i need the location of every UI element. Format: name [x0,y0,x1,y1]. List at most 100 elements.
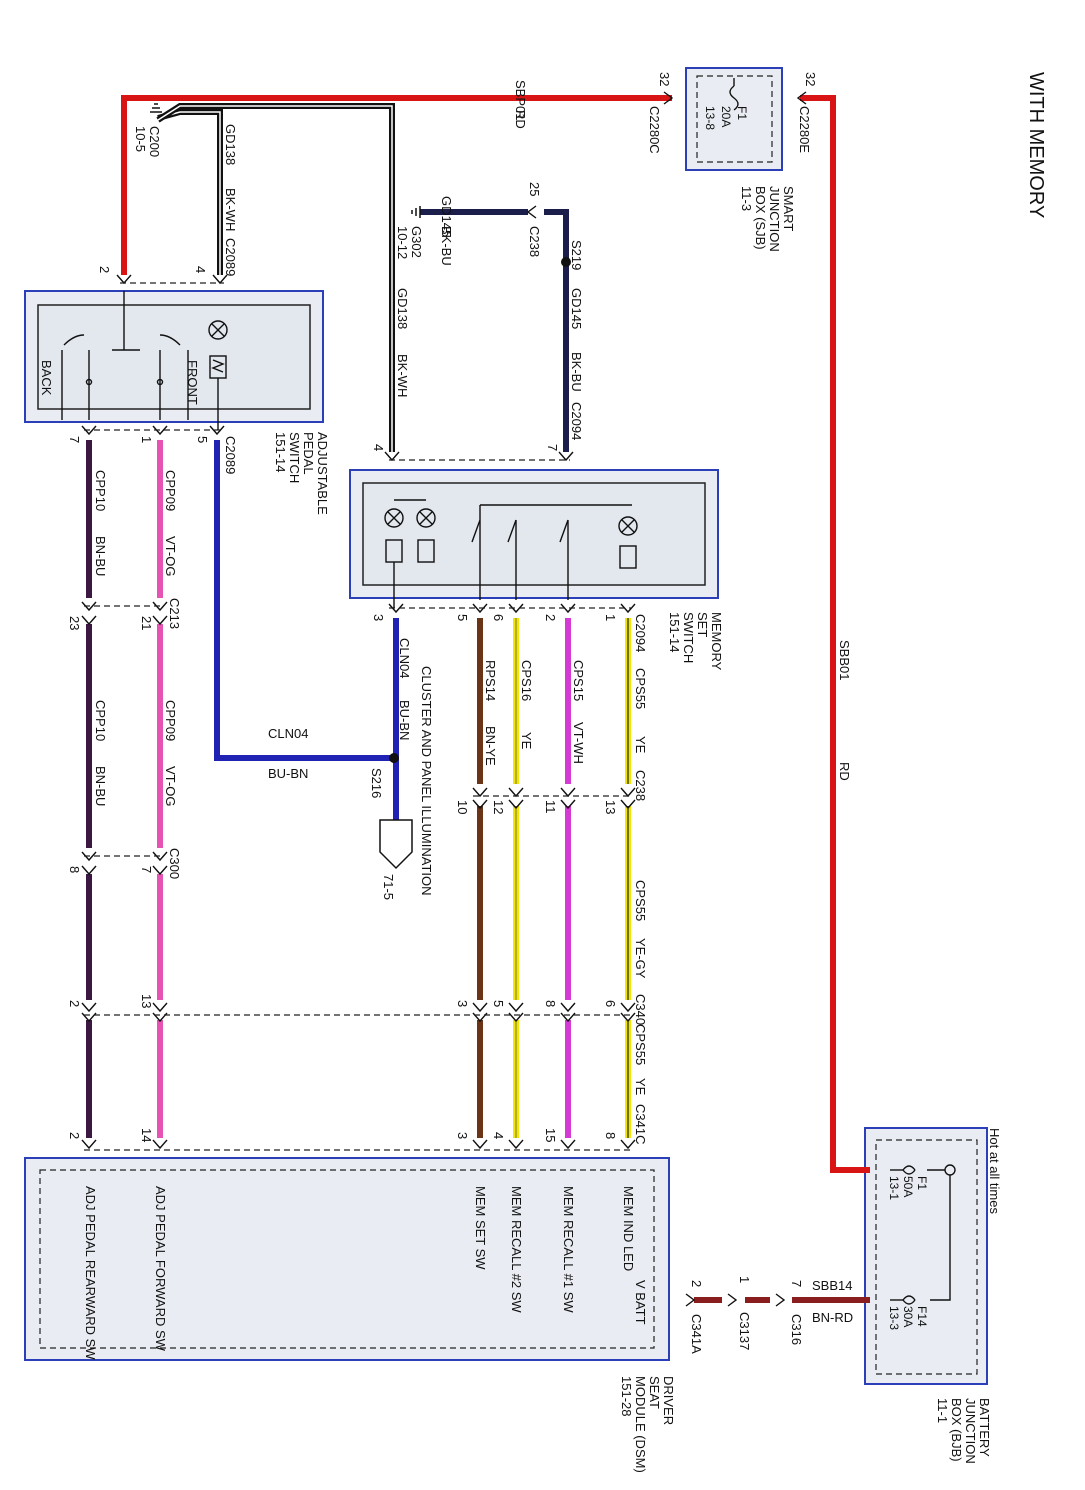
bjb-l2: BOX (BJB) [949,1398,964,1462]
pin-7b: 7 [545,444,560,451]
c200-ref: 10-5 [133,126,148,152]
sjb-l2: BOX (SJB) [753,186,768,250]
splice-s216 [389,753,399,763]
s219: S219 [569,240,584,270]
memory-set-switch [349,469,719,599]
c200: C200 [147,126,162,157]
sbb01-color: RD [837,762,852,781]
bjb-l1: JUNCTION [963,1398,978,1464]
cln04-name-b: CLN04 [268,726,308,741]
c2280c: C2280C [647,106,662,154]
cps55-name-a: CPS55 [633,668,648,709]
memory-switch-contacts [471,504,632,600]
cln04-color-a: BU-BN [397,700,412,740]
cps15-color: VT-WH [571,722,586,764]
pin-5a: 5 [195,436,210,443]
dsm-adj-forward: ADJ PEDAL FORWARD SW [153,1186,168,1352]
s216: S216 [369,768,384,798]
dsm-adj-rearward: ADJ PEDAL REARWARD SW [83,1186,98,1360]
cpp10-color-a: BN-BU [93,536,108,576]
pin-4a: 4 [193,266,208,273]
pin-2e: 2 [689,1280,704,1287]
pin-4c: 4 [491,1132,506,1139]
bjb-l3: 11-1 [935,1398,950,1423]
pin-7a: 7 [67,436,82,443]
pin-7c: 7 [139,866,154,873]
memsw-l2: SWITCH [681,612,696,663]
cps16-color: YE [519,732,534,750]
cpp09-color-b: VT-OG [163,766,178,806]
gd138-color-b: BK-WH [395,354,410,397]
cps16-name: CPS16 [519,660,534,701]
cpp10-name-b: CPP10 [93,700,108,741]
g302-ref: 10-12 [395,226,410,259]
pin-13b: 13 [139,994,154,1008]
cpp10-name-a: CPP10 [93,470,108,511]
pin-2b: 2 [543,614,558,621]
gd145-name-a: GD145 [439,196,454,237]
ground-g302-icon [411,206,421,218]
pin-21: 21 [139,616,154,630]
pedal-back: BACK [39,360,54,396]
pedal-l2: SWITCH [287,432,302,483]
connector-ticks [81,91,807,1307]
pin-12: 12 [491,800,506,814]
wire-sbb01 [800,95,870,1173]
dsm-l1: SEAT [647,1376,662,1409]
pin-5b: 5 [455,614,470,621]
connector-dashes [84,282,632,1151]
gd138-color-a: BK-WH [223,188,238,231]
adjustable-pedal-switch [24,290,324,423]
gd138-name-a: GD138 [223,124,238,165]
pin-7d: 7 [789,1280,804,1287]
cpp10-color-b: BN-BU [93,766,108,806]
bjb-l0: BATTERY [977,1398,992,1457]
sbp01-color: RD [513,110,528,129]
sjb-l1: JUNCTION [767,186,782,252]
c238-a: C238 [527,226,542,257]
c316: C316 [789,1314,804,1345]
gd145-name-b: GD145 [569,288,584,329]
pin-3a: 3 [371,614,386,621]
memory-lamps-icon [384,499,638,608]
dsm-vbatt: V BATT [633,1280,648,1325]
pin-13a: 13 [603,800,618,814]
sjb-fuse-ref: 13-8 [703,106,717,130]
pin-2c: 2 [67,1000,82,1007]
sbp01-name: SBP01 [513,80,528,120]
fuse-bjb-f14-icon [890,1295,916,1305]
dsm-l0: DRIVER [661,1376,676,1425]
illum-ref: 71-5 [381,874,396,900]
c2280e: C2280E [797,106,812,153]
battery-junction-box [864,1127,988,1385]
sjb-l0: SMART [781,186,796,231]
pin-1a: 1 [139,436,154,443]
pedal-l0: ADJUSTABLE [315,432,330,515]
splice-s219 [561,257,571,267]
memsw-l0: MEMORY [709,612,724,671]
bjb-f14-rating: 30A [901,1306,915,1327]
c340: C340 [633,994,648,1025]
dsm-mem-recall-2: MEM RECALL #2 SW [509,1186,524,1313]
sjb-fuse-name: F1 [735,106,749,120]
dsm-l3: 151-28 [619,1376,634,1416]
pedal-switch-contacts [61,291,189,420]
sjb-l3: 11-3 [739,186,754,211]
bjb-f1-rating: 50A [901,1176,915,1197]
g302: G302 [409,226,424,258]
cpp09-name-b: CPP09 [163,700,178,741]
sbb14-color: BN-RD [812,1310,853,1325]
cps55-color-a: YE [633,736,648,754]
page-title: WITH MEMORY [1025,72,1047,218]
c238-b: C238 [633,770,648,801]
wire-sbp01 [121,95,672,275]
pin-25: 25 [527,182,542,196]
pin-6b: 6 [603,1000,618,1007]
bjb-f14-name: F14 [915,1306,929,1327]
wire-gd145-b [544,209,569,452]
pin-2d: 2 [67,1132,82,1139]
c2094-a: C2094 [569,402,584,440]
pin-15: 15 [543,1128,558,1142]
dsm-mem-ind-led: MEM IND LED [621,1186,636,1271]
dsm-mem-recall-1: MEM RECALL #1 SW [561,1186,576,1313]
